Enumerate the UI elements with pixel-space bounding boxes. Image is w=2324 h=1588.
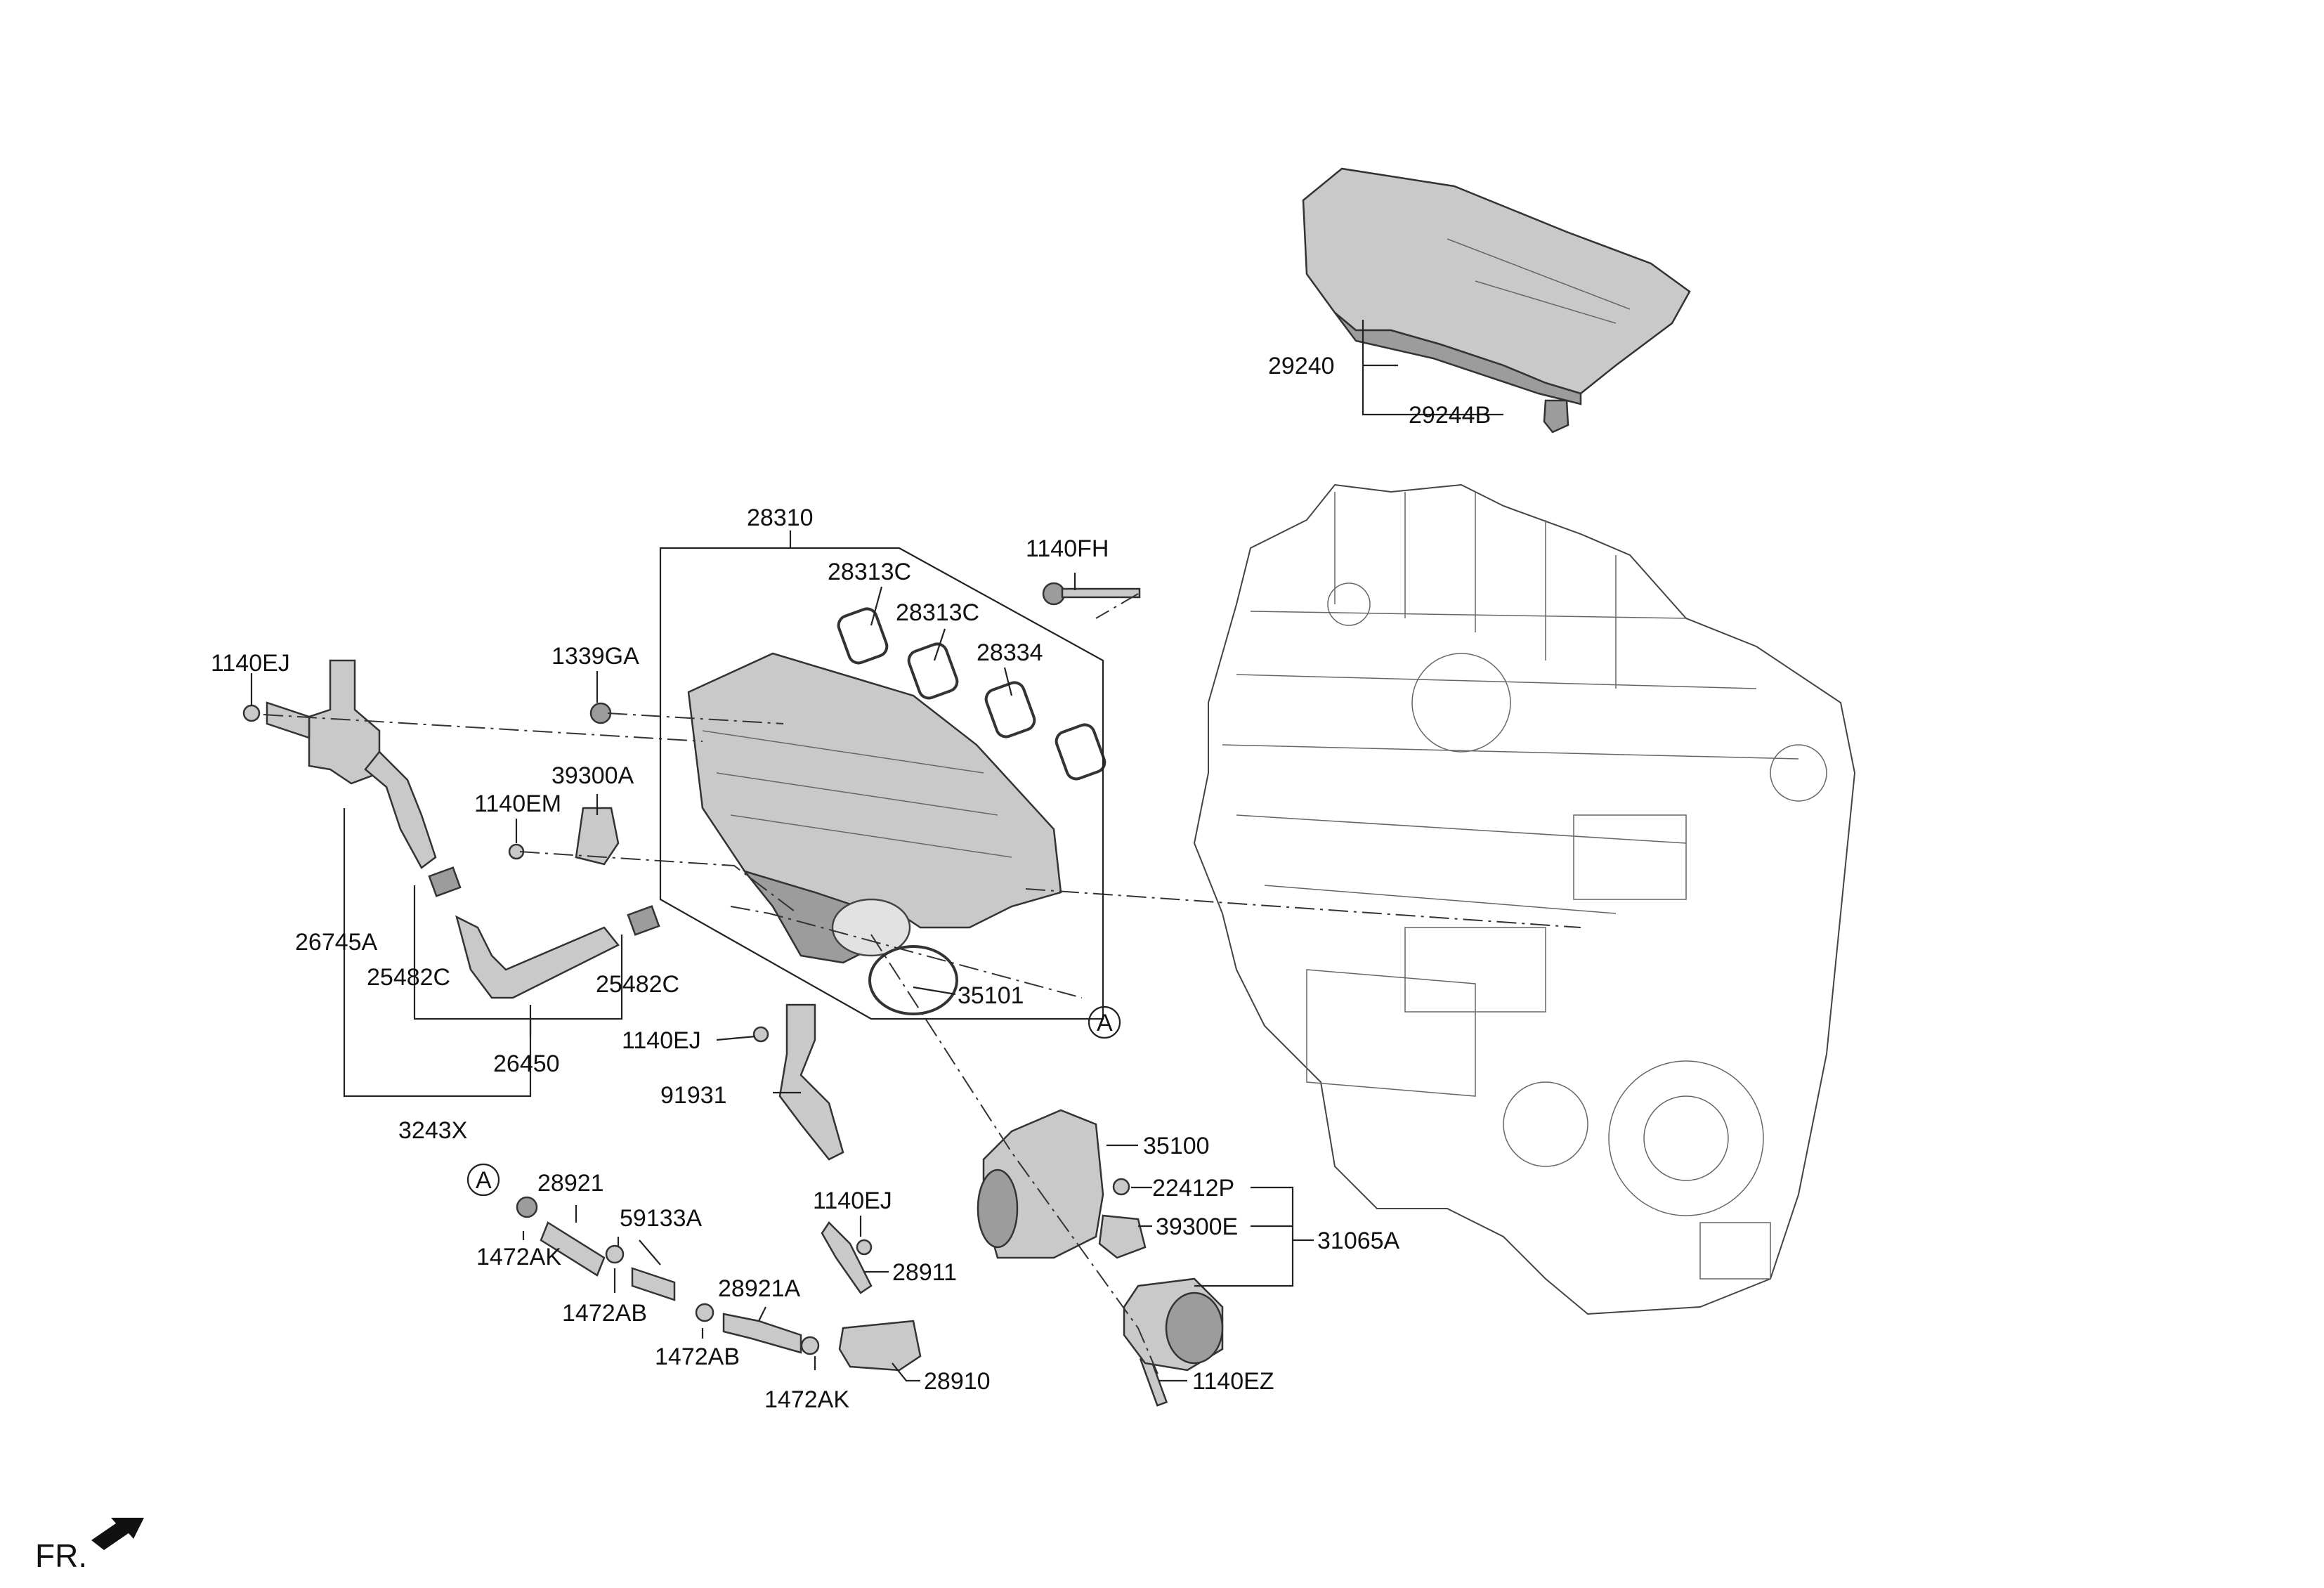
pipe-assembly bbox=[266, 659, 660, 999]
label-1140ej-1: 1140EJ bbox=[211, 650, 290, 677]
label-28310: 28310 bbox=[747, 505, 814, 531]
bracket-part bbox=[778, 1003, 844, 1161]
label-28910: 28910 bbox=[924, 1368, 991, 1395]
assembly-centerlines bbox=[263, 593, 1581, 1378]
label-1140ej-3: 1140EJ bbox=[813, 1187, 892, 1214]
intake-manifold-part bbox=[687, 652, 1062, 964]
label-25482c-2: 25482C bbox=[596, 971, 679, 998]
fasteners bbox=[242, 582, 1168, 1407]
engine-block-illustration bbox=[1193, 483, 1856, 1315]
label-39300e: 39300E bbox=[1156, 1213, 1238, 1240]
label-1472ab-1: 1472AB bbox=[562, 1300, 647, 1327]
label-26450: 26450 bbox=[493, 1050, 560, 1077]
label-28921: 28921 bbox=[537, 1170, 604, 1197]
front-marker-text: FR. bbox=[35, 1537, 87, 1574]
label-26745a: 26745A bbox=[295, 929, 378, 956]
label-1140ej-2: 1140EJ bbox=[622, 1027, 701, 1054]
label-29244b: 29244B bbox=[1409, 402, 1491, 429]
intake-gaskets bbox=[837, 607, 1106, 1015]
label-1472ak-2: 1472AK bbox=[764, 1386, 849, 1413]
engine-cover-part bbox=[1302, 167, 1691, 434]
reference-marker-a-circle bbox=[466, 1163, 500, 1197]
label-39300a: 39300A bbox=[551, 762, 634, 789]
label-1472ab-2: 1472AB bbox=[655, 1343, 740, 1370]
label-28334: 28334 bbox=[977, 639, 1043, 666]
label-29240: 29240 bbox=[1268, 353, 1335, 379]
throttle-body-part bbox=[977, 1109, 1104, 1259]
label-a-marker-1: A bbox=[1097, 1010, 1113, 1036]
label-1140ez: 1140EZ bbox=[1192, 1368, 1274, 1395]
sensors bbox=[575, 807, 1147, 1259]
label-35101: 35101 bbox=[958, 982, 1024, 1009]
hoses bbox=[516, 1196, 922, 1372]
label-1472ak-1: 1472AK bbox=[476, 1244, 561, 1270]
label-59133a: 59133A bbox=[620, 1205, 703, 1232]
label-1339ga: 1339GA bbox=[551, 643, 639, 670]
label-1140em: 1140EM bbox=[474, 790, 561, 817]
label-1140fh: 1140FH bbox=[1026, 535, 1109, 562]
label-22412p: 22412P bbox=[1152, 1175, 1234, 1202]
front-direction-marker: FR. bbox=[35, 1518, 144, 1574]
label-28313c-2: 28313C bbox=[896, 599, 979, 626]
label-25482c-1: 25482C bbox=[367, 964, 450, 991]
reference-marker-a-circle bbox=[1088, 1005, 1121, 1039]
assembly-boundary-28310 bbox=[659, 547, 1104, 1020]
actuator-part bbox=[1123, 1277, 1224, 1372]
label-3243x: 3243X bbox=[398, 1117, 467, 1144]
label-28921a: 28921A bbox=[718, 1275, 801, 1302]
label-a-marker-2: A bbox=[476, 1167, 492, 1194]
label-35100: 35100 bbox=[1143, 1133, 1210, 1159]
label-28313c-1: 28313C bbox=[828, 559, 911, 585]
leader-lines bbox=[250, 320, 1503, 1382]
label-28911: 28911 bbox=[892, 1259, 957, 1286]
label-31065a: 31065A bbox=[1317, 1228, 1400, 1254]
part-labels: 29240 29244B 28310 28313C 28313C 28334 1… bbox=[211, 353, 1491, 1413]
front-arrow-icon bbox=[91, 1518, 144, 1550]
label-91931: 91931 bbox=[660, 1082, 727, 1109]
